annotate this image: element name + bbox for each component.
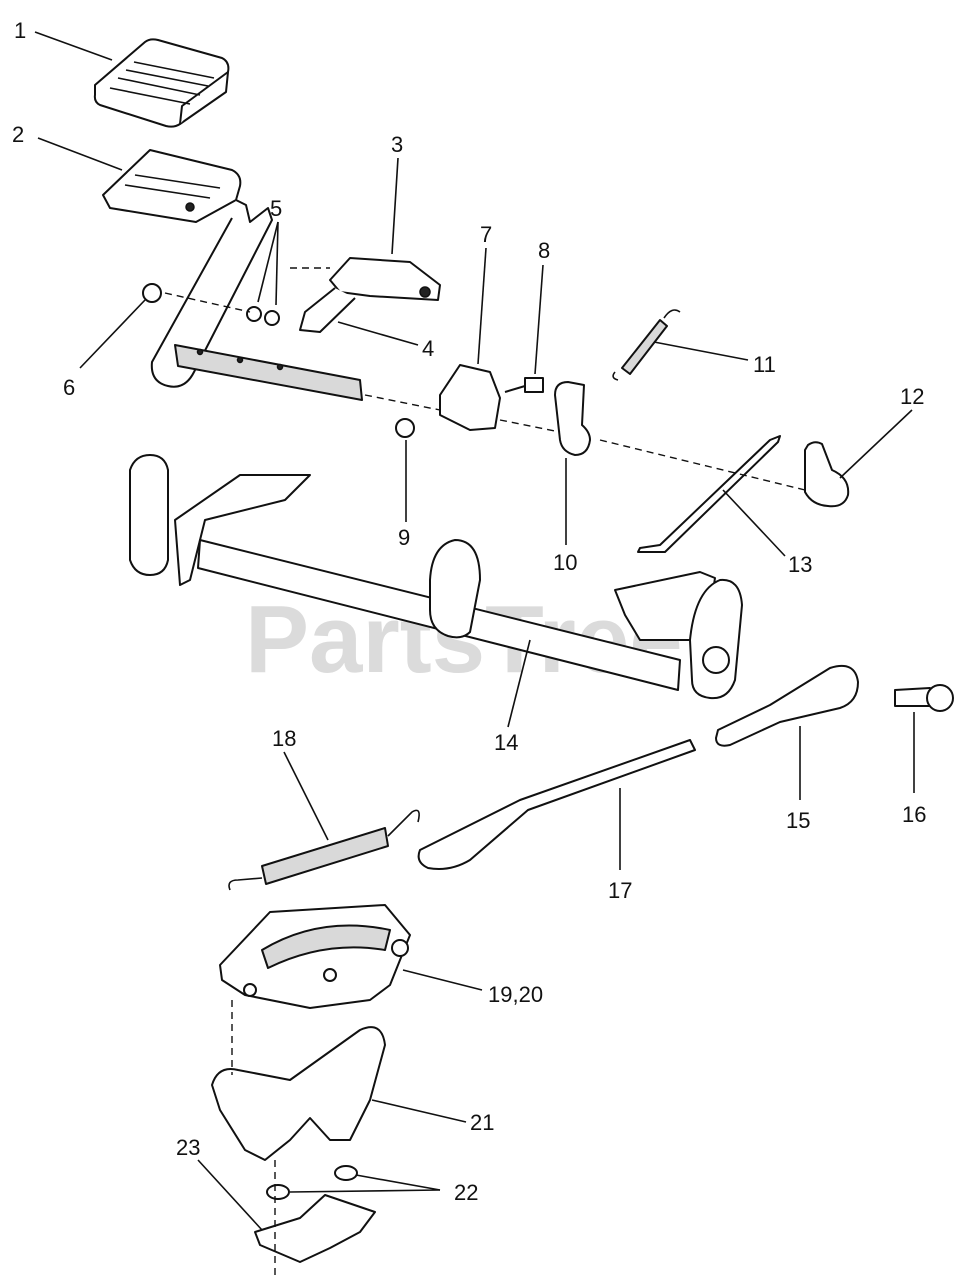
part-18-spring: [228, 809, 420, 891]
callout-18: 18: [272, 726, 296, 751]
callout-21: 21: [470, 1110, 494, 1135]
callout-5: 5: [270, 196, 282, 221]
callout-19-20: 19,20: [488, 982, 543, 1007]
part-15-clevis: [715, 664, 859, 747]
callout-7: 7: [480, 222, 492, 247]
leader-lines: [34, 31, 915, 1231]
part-13-rod: [637, 435, 781, 553]
assembly-lines: [164, 267, 806, 1280]
part-2-brake-pedal: [102, 149, 363, 401]
part-1-pedal-pad: [93, 38, 230, 128]
callout-labels: 1 2 3 4 5 6 7 8 9 10 11 12 13 14 15 16 1…: [12, 18, 926, 1205]
callout-12: 12: [900, 384, 924, 409]
callout-2: 2: [12, 122, 24, 147]
part-9-nut: [395, 418, 415, 438]
callout-16: 16: [902, 802, 926, 827]
callout-1: 1: [14, 18, 26, 43]
part-7-clamp: [439, 364, 501, 431]
callout-3: 3: [391, 132, 403, 157]
callout-4: 4: [422, 336, 434, 361]
part-17-brake-rod: [417, 739, 696, 870]
callout-11: 11: [753, 352, 776, 377]
part-5-clips: [246, 306, 280, 326]
callout-9: 9: [398, 525, 410, 550]
part-16-pin: [894, 684, 954, 712]
part-8-bolt: [504, 377, 544, 393]
callout-17: 17: [608, 878, 632, 903]
part-3-4-bracket: [299, 257, 441, 333]
part-22-washers: [266, 1165, 358, 1200]
part-19-20-caliper: [219, 904, 411, 1009]
callout-14: 14: [494, 730, 518, 755]
part-12-arm: [804, 441, 850, 508]
callout-22: 22: [454, 1180, 478, 1205]
part-23-plate: [254, 1194, 376, 1263]
callout-10: 10: [553, 550, 577, 575]
callout-6: 6: [63, 375, 75, 400]
part-6-nut: [142, 283, 162, 303]
callout-15: 15: [786, 808, 810, 833]
part-14-cross-shaft: [129, 454, 743, 700]
part-11-spring: [612, 309, 681, 381]
callout-23: 23: [176, 1135, 200, 1160]
part-10-arm: [554, 381, 591, 456]
part-21-bracket: [211, 1026, 386, 1161]
callout-13: 13: [788, 552, 812, 577]
callout-8: 8: [538, 238, 550, 263]
